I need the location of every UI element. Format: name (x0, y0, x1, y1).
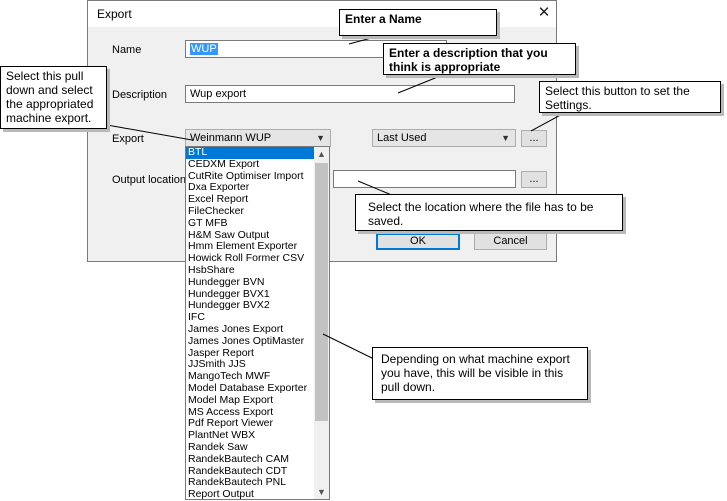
chevron-down-icon: ▼ (501, 133, 510, 143)
dropdown-item[interactable]: MangoTech MWF (188, 371, 271, 383)
output-location-label: Output location (112, 174, 186, 186)
settings-select-value: Last Used (377, 132, 427, 144)
dropdown-item[interactable]: Hundegger BVN (188, 276, 265, 288)
dropdown-item[interactable]: James Jones Export (188, 323, 284, 335)
dropdown-item[interactable]: RandekBautech CDT (188, 465, 288, 477)
chevron-down-icon: ▼ (316, 133, 325, 143)
name-value: WUP (190, 43, 218, 55)
dropdown-item[interactable]: CEDXM Export (188, 158, 260, 170)
dropdown-item[interactable]: Dxa Exporter (188, 182, 250, 194)
dropdown-item[interactable]: JJSmith JJS (188, 359, 246, 371)
callout-description: Enter a description that you think is ap… (383, 43, 576, 75)
description-field[interactable]: Wup export (185, 85, 515, 103)
callout-depending: Depending on what machine export you hav… (372, 347, 588, 400)
export-select[interactable]: Weinmann WUP ▼ (185, 129, 331, 147)
scrollbar[interactable]: ▲ ▼ (314, 147, 329, 499)
callout-settings: Select this button to set the Settings. (539, 81, 721, 113)
dropdown-item[interactable]: BTL (186, 147, 314, 159)
output-location-field[interactable] (333, 170, 516, 188)
dropdown-item[interactable]: James Jones OptiMaster (188, 335, 305, 347)
settings-button[interactable]: ... (521, 130, 547, 147)
callout-location: Select the location where the file has t… (355, 194, 623, 231)
chevron-down-icon[interactable]: ▼ (317, 487, 326, 497)
description-label: Description (112, 89, 168, 101)
dropdown-item[interactable]: CutRite Optimiser Import (188, 170, 304, 182)
callout-pulldown: Select this pull down and select the app… (0, 66, 107, 129)
dropdown-item[interactable]: Jasper Report (188, 347, 254, 359)
scrollbar-thumb[interactable] (315, 163, 328, 421)
callout-name: Enter a Name (339, 9, 497, 36)
dropdown-item[interactable]: RandekBautech CAM (188, 453, 289, 465)
dropdown-item[interactable]: Howick Roll Former CSV (188, 253, 305, 265)
export-select-value: Weinmann WUP (190, 132, 272, 144)
dropdown-item[interactable]: RandekBautech PNL (188, 477, 287, 489)
dropdown-item[interactable]: HsbShare (188, 264, 235, 276)
dropdown-item[interactable]: Pdf Report Viewer (188, 418, 274, 430)
export-label: Export (112, 133, 144, 145)
dropdown-item[interactable]: GT MFB (188, 217, 228, 229)
dropdown-item[interactable]: Hundegger BVX2 (188, 300, 270, 312)
ok-button[interactable]: OK (376, 233, 460, 250)
dropdown-item[interactable]: IFC (188, 312, 205, 324)
dropdown-item[interactable]: Model Database Exporter (188, 382, 308, 394)
name-label: Name (112, 44, 142, 56)
dialog-title: Export (97, 7, 132, 21)
name-field[interactable]: WUP (185, 40, 447, 58)
close-icon[interactable]: ✕ (537, 4, 551, 21)
dropdown-item[interactable]: Model Map Export (188, 394, 274, 406)
dropdown-item[interactable]: Excel Report (188, 194, 249, 206)
dropdown-item[interactable]: MS Access Export (188, 406, 274, 418)
dropdown-item[interactable]: Hmm Element Exporter (188, 241, 298, 253)
dropdown-item[interactable]: Hundegger BVX1 (188, 288, 270, 300)
cancel-button[interactable]: Cancel (474, 233, 547, 250)
dropdown-item[interactable]: Randek Saw (188, 441, 248, 453)
dropdown-item[interactable]: FileChecker (188, 205, 245, 217)
dropdown-item[interactable]: PlantNet WBX (188, 430, 256, 442)
chevron-up-icon[interactable]: ▲ (317, 149, 326, 159)
dropdown-item[interactable]: Report Output (188, 489, 254, 501)
browse-button[interactable]: ... (521, 171, 547, 188)
settings-select[interactable]: Last Used ▼ (372, 129, 516, 147)
dropdown-item[interactable]: H&M Saw Output (188, 229, 270, 241)
